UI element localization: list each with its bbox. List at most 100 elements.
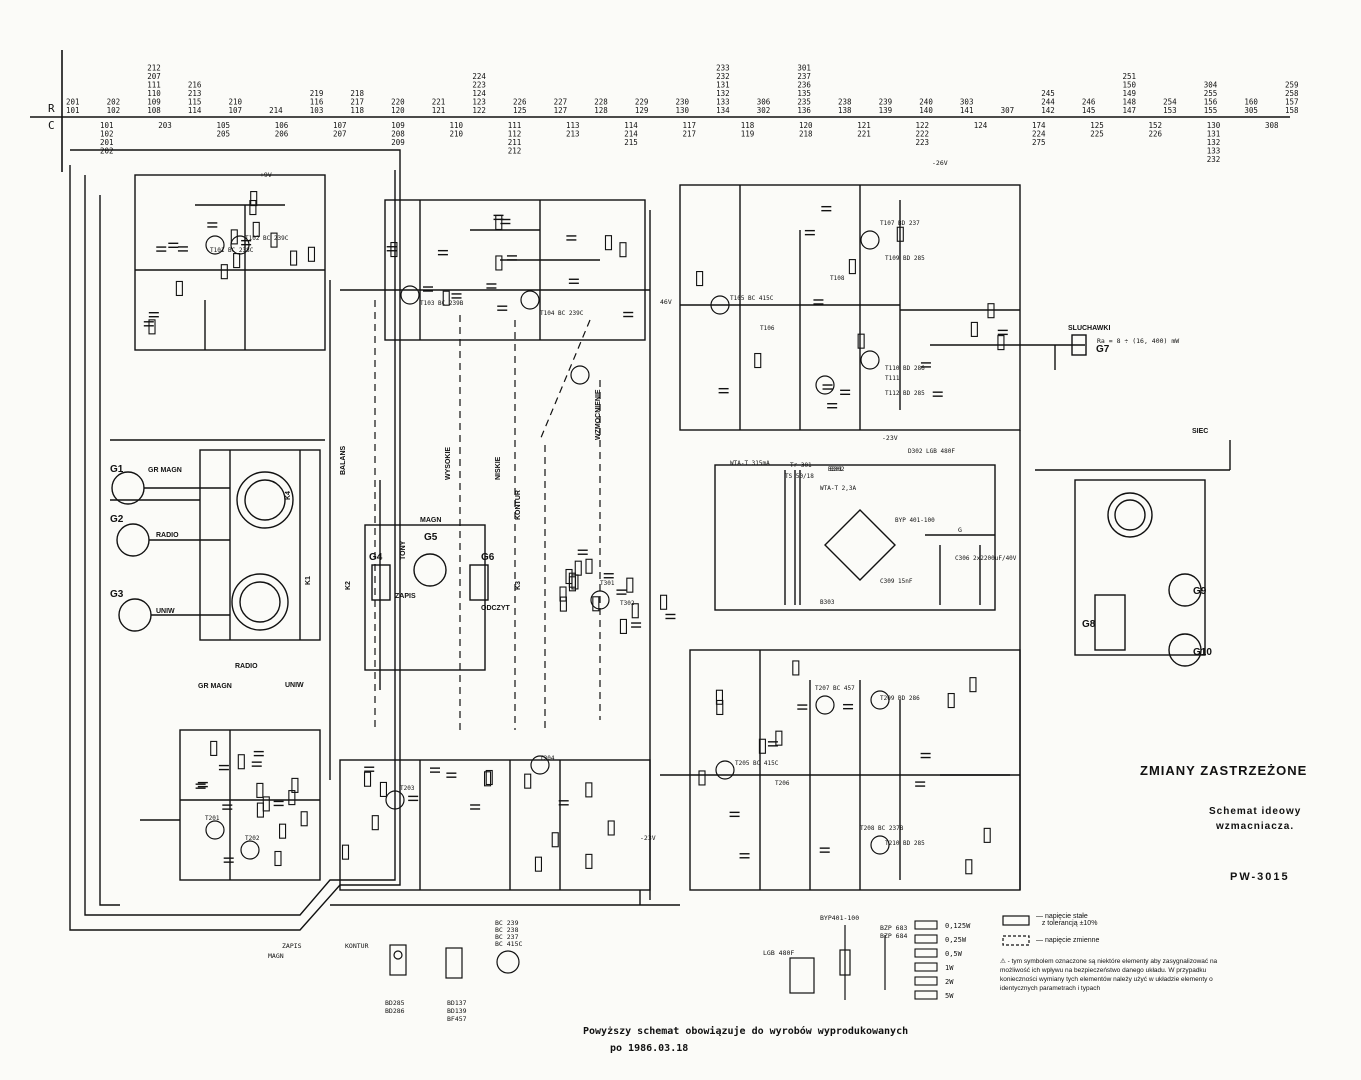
legend-resistor-rating: 0,5W (945, 950, 963, 958)
r-ref-number: 210 (229, 98, 243, 107)
reference-grid (30, 50, 1290, 172)
transistor-symbol (205, 820, 225, 840)
resistor-symbol (698, 770, 706, 786)
resistor-symbol (574, 560, 582, 576)
c-ref-number: 133 (1207, 147, 1221, 156)
transistor-symbol (230, 235, 250, 255)
resistor-symbol (758, 738, 766, 754)
control-label: KONTUR (515, 490, 522, 520)
control-label: WZMOCNIENIE (595, 389, 602, 440)
transistor-label: T204 (540, 755, 555, 762)
resistor-symbol (485, 769, 493, 786)
power-supply-label: D302 LGB 480F (908, 448, 955, 455)
c-ref-number: 224 (1032, 130, 1046, 139)
r-ref-number: 212 (147, 64, 161, 73)
resistor-symbol (148, 319, 156, 335)
power-supply-label: B301 (828, 466, 843, 473)
resistor-symbol (585, 558, 593, 574)
r-ref-number: 101 (66, 106, 80, 115)
legend-resistor-rating: 0,125W (945, 922, 971, 930)
legend-resistor-rating: 1W (945, 964, 954, 972)
selector-position-label: GR MAGN (198, 683, 232, 690)
r-ref-number: 226 (513, 98, 527, 107)
resistor-symbol (252, 221, 260, 237)
legend-part-label: KONTUR (345, 942, 369, 950)
c-ref-number: 213 (566, 130, 580, 139)
c-ref-number: 308 (1265, 121, 1279, 130)
selector-position-label: RADIO (235, 663, 258, 670)
c-ref-number: 152 (1149, 121, 1163, 130)
legend-part-label: BZP 683 (880, 924, 907, 932)
input-caption: SLUCHAWKI (1068, 325, 1110, 332)
c-ref-number: 131 (1207, 130, 1221, 139)
transistor-symbol (870, 835, 890, 855)
resistor-symbol (970, 321, 978, 337)
r-ref-number: 124 (472, 89, 486, 98)
selector-position-label: UNIW (285, 682, 304, 689)
r-ref-number: 202 (107, 98, 121, 107)
resistor-symbol (607, 820, 615, 836)
r-ref-number: 125 (513, 106, 527, 115)
control-label: WYSOKIE (445, 447, 452, 480)
resistor-symbol (631, 603, 639, 619)
r-ref-number: 122 (472, 106, 486, 115)
resistor-symbol (604, 235, 613, 251)
legend-resistor-symbol (914, 920, 938, 930)
legend-part-label: BYP401-100 (820, 914, 859, 922)
model-number: PW-3015 (1230, 871, 1290, 883)
r-ref-number: 235 (797, 98, 811, 107)
c-ref-number: 203 (158, 121, 172, 130)
r-ref-number: 220 (391, 98, 405, 107)
transistor-symbol (205, 235, 225, 255)
c-ref-number: 122 (916, 121, 930, 130)
r-ref-number: 150 (1122, 81, 1136, 90)
resistor-symbol (249, 199, 257, 216)
r-ref-number: 254 (1163, 98, 1177, 107)
resistor-symbol (592, 596, 600, 612)
legend-part-label: BZP 684 (880, 932, 907, 940)
legend-part-label: BD286 (385, 1007, 405, 1015)
transistor-label: T201 (205, 815, 220, 822)
r-ref-number: 120 (391, 106, 405, 115)
r-ref-number: 111 (147, 81, 161, 90)
transistor-symbol (570, 365, 590, 385)
r-ref-number: 107 (229, 106, 243, 115)
r-ref-number: 255 (1204, 89, 1218, 98)
input-label-g7: G7 (1096, 344, 1110, 355)
input-label-g5: G5 (424, 532, 438, 543)
power-supply-label: C306 2x2200uF/40V (955, 555, 1017, 562)
resistor-symbol (307, 246, 316, 262)
legend-symbols (389, 915, 1030, 1000)
c-ref-number: 217 (683, 130, 697, 139)
control-label: K1 (305, 576, 312, 585)
c-ref-number: 105 (217, 121, 231, 130)
r-ref-number: 219 (310, 89, 324, 98)
c-ref-number: 109 (391, 121, 405, 130)
c-ref-number: 124 (974, 121, 988, 130)
r-ref-number: 139 (879, 106, 893, 115)
resistor-symbol (947, 692, 955, 709)
transistor-label: T106 (760, 325, 775, 332)
input-label-g10: G10 (1193, 647, 1212, 658)
transistor-symbol (530, 755, 550, 775)
c-ref-number: 125 (1090, 121, 1104, 130)
wiring (69, 149, 1231, 931)
resistor-symbol (857, 333, 865, 349)
changes-reserved-title: ZMIANY ZASTRZEŻONE (1140, 763, 1308, 778)
transistor-label: T202 (245, 835, 260, 842)
c-ref-number: 226 (1149, 130, 1163, 139)
r-ref-number: 218 (350, 89, 364, 98)
legend-resistor-rating: 2W (945, 978, 954, 986)
resistor-symbol (274, 850, 282, 867)
r-ref-number: 149 (1122, 89, 1136, 98)
r-ref-number: 141 (960, 106, 974, 115)
legend-part-label: LGB 480F (763, 949, 794, 957)
legend-resistor-rating: 5W (945, 992, 954, 1000)
voltage-marker: G (958, 526, 962, 534)
r-ref-number: 147 (1122, 106, 1136, 115)
c-ref-number: 232 (1207, 155, 1221, 164)
r-ref-number: 131 (716, 81, 730, 90)
resistor-symbol (210, 740, 218, 756)
